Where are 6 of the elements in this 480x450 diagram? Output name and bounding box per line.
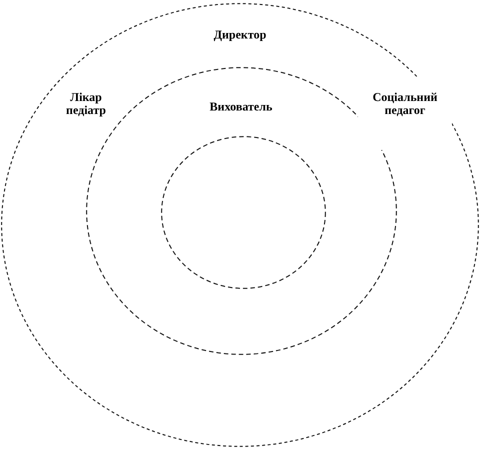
dashed-circle bbox=[1, 3, 479, 447]
role-label: Соціальний педагог bbox=[372, 91, 438, 117]
role-label: Директор bbox=[214, 28, 266, 42]
role-label: Лікар педіатр bbox=[66, 91, 106, 117]
dashed-circle bbox=[161, 136, 326, 289]
role-label: Вихователь bbox=[210, 100, 272, 114]
